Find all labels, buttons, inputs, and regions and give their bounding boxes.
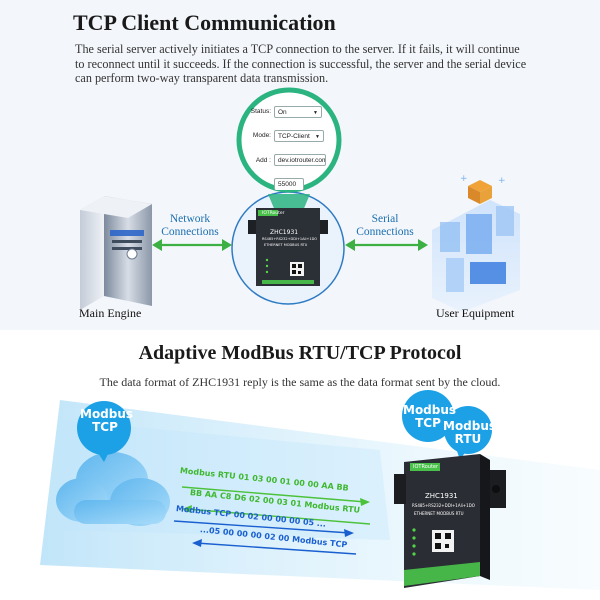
cloud-bubble-line2: TCP — [92, 420, 118, 434]
svg-text:+: + — [498, 176, 506, 186]
network-connections-arrow — [152, 239, 232, 251]
section-description: The serial server actively initiates a T… — [75, 42, 527, 86]
address-label: Add : — [255, 157, 271, 164]
rtu-request-line — [181, 486, 367, 503]
device-spec-bottom: RS485+RS232+DDI+1Ali+1DO — [412, 503, 475, 508]
status-value: On — [278, 109, 287, 116]
serial-label-line1: Serial — [371, 213, 399, 225]
network-label-line1: Network — [169, 213, 211, 225]
section-title-modbus: Adaptive ModBus RTU/TCP Protocol — [138, 342, 462, 364]
address-input[interactable]: dev.iotrouter.com — [274, 154, 326, 166]
device-tcp-bubble-label: Modbus TCP — [403, 403, 457, 430]
mode-label: Mode: — [252, 132, 271, 139]
device-sub-bottom: ETHERNET MODBUS RTU — [414, 511, 464, 516]
device-model-bottom: ZHC1931 — [425, 492, 458, 500]
device-rtu-line1: Modbus — [443, 419, 497, 433]
main-engine-caption: Main Engine — [79, 306, 142, 320]
network-label-line2: Connections — [161, 226, 219, 238]
device-model-top: ZHC1931 — [270, 229, 299, 236]
zhc1931-device-top — [248, 208, 328, 286]
device-rtu-bubble-label: Modbus RTU — [443, 419, 497, 446]
chevron-down-icon: ▼ — [315, 134, 320, 140]
cloud-bubble-line1: Modbus — [80, 407, 134, 421]
device-rtu-line2: RTU — [454, 432, 482, 446]
device-brand-top: IOTRouter — [262, 211, 285, 216]
device-tcp-line1: Modbus — [403, 403, 457, 417]
zhc1931-device-bottom — [394, 454, 506, 588]
device-modbus-tcp-bubble — [402, 390, 454, 442]
device-brand-bottom: IOTRouter — [413, 464, 439, 470]
cloud-icon — [56, 452, 170, 526]
main-engine-illustration — [80, 196, 152, 310]
user-equipment-illustration: + + — [432, 174, 520, 312]
status-label: Status: — [250, 108, 271, 115]
section-title-tcp-client: TCP Client Communication — [73, 10, 336, 35]
tcp-client-diagram: + + — [80, 87, 520, 312]
modbus-diagram — [40, 390, 600, 590]
section-subtitle-modbus: The data format of ZHC1931 reply is the … — [99, 375, 501, 389]
svg-text:+: + — [460, 174, 468, 184]
chevron-down-icon: ▼ — [313, 110, 318, 116]
user-equipment-caption: User Equipment — [436, 306, 515, 320]
tcp-reply-line — [195, 542, 357, 555]
network-connections-label: Network Connections — [157, 213, 223, 239]
rtu-reply-line — [185, 508, 371, 525]
serial-connections-arrow — [345, 239, 428, 251]
port-input[interactable]: 55000 — [274, 178, 304, 190]
device-spec-top: RS485+RS232+DDI+1Ali+1DO — [262, 237, 318, 241]
status-select[interactable]: On ▼ — [274, 106, 322, 118]
mode-select[interactable]: TCP-Client ▼ — [274, 130, 324, 142]
device-sub-top: ETHERNET MODBUS RTU — [264, 243, 308, 247]
device-tcp-line2: TCP — [415, 416, 441, 430]
tcp-request-line — [173, 520, 351, 534]
serial-connections-label: Serial Connections — [351, 213, 419, 239]
serial-label-line2: Connections — [356, 226, 414, 238]
cloud-bubble-label: Modbus TCP — [80, 407, 134, 434]
cloud-modbus-bubble — [77, 401, 131, 462]
mode-value: TCP-Client — [278, 133, 310, 140]
